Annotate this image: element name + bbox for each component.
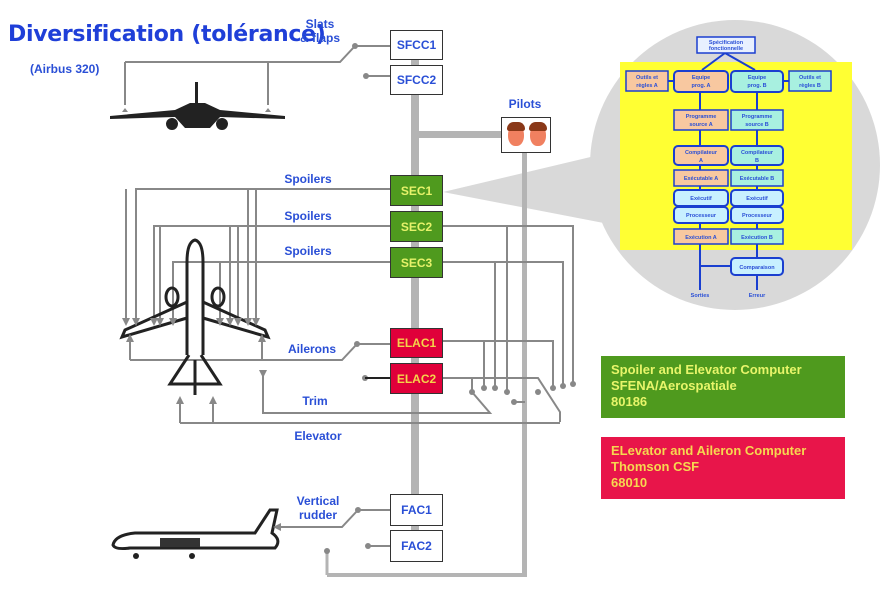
fc-compiler-a-2: A	[699, 158, 703, 164]
fc-run-b: Exécution B	[741, 235, 773, 241]
label-slats-flaps: Slats & flaps	[299, 17, 340, 45]
legend-sec-line3: 80186	[611, 394, 648, 409]
fc-team-a-2: prog. A	[691, 83, 710, 89]
pilot-line	[522, 153, 527, 575]
page-subtitle: (Airbus 320)	[30, 62, 100, 76]
elac1-box: ELAC1	[390, 328, 443, 358]
fc-team-b-1: Equipe	[748, 75, 766, 81]
aircraft-front-view-icon	[110, 82, 285, 130]
fc-compiler-a-1: Compilateur	[685, 150, 718, 156]
fc-compare: Comparaison	[739, 265, 775, 271]
pilot-face-icon	[507, 122, 525, 146]
fc-exec-a: Exécutif	[690, 196, 712, 202]
fc-exe-a: Exécutable A	[684, 176, 718, 182]
fc-team-a-1: Equipe	[692, 75, 710, 81]
fc-source-b-2: source B	[745, 122, 769, 128]
sec3-box: SEC3	[390, 247, 443, 278]
fc-spec-2: fonctionnelle	[709, 46, 743, 52]
fc-team-b-2: prog. B	[747, 83, 766, 89]
aircraft-side-view-icon	[111, 508, 281, 559]
label-trim: Trim	[302, 394, 328, 408]
fac2-box: FAC2	[390, 530, 443, 562]
fc-outputs: Sorties	[691, 293, 710, 299]
fc-tools-a-1: Outils et	[636, 75, 658, 81]
fc-exe-b: Exécutable B	[740, 176, 775, 182]
legend-elac-line3: 68010	[611, 475, 648, 490]
fc-source-a-1: Programme	[686, 114, 717, 120]
fac1-box: FAC1	[390, 494, 443, 526]
fc-tools-b-2: règles B	[799, 83, 821, 89]
sfcc2-box: SFCC2	[390, 65, 443, 95]
label-elevator: Elevator	[294, 429, 342, 443]
main-bus	[411, 56, 419, 534]
label-spoilers-2: Spoilers	[284, 209, 332, 223]
fc-proc-b: Processeur	[742, 213, 773, 219]
aircraft-top-view-icon	[119, 238, 271, 395]
sec1-box: SEC1	[390, 175, 443, 206]
fc-tools-b-1: Outils et	[799, 75, 821, 81]
fc-proc-a: Processeur	[686, 213, 717, 219]
fc-source-b-1: Programme	[742, 114, 773, 120]
label-spoilers-1: Spoilers	[284, 172, 332, 186]
label-pilots: Pilots	[508, 97, 542, 111]
legend-elac-line2: Thomson CSF	[611, 459, 700, 474]
legend-sec: Spoiler and Elevator Computer SFENA/Aero…	[601, 356, 845, 418]
legend-elac-line1: ELevator and Aileron Computer	[611, 443, 807, 458]
fc-tools-a-2: règles A	[636, 83, 658, 89]
legend-elac: ELevator and Aileron Computer Thomson CS…	[601, 437, 845, 499]
fc-source-a-2: source A	[689, 122, 712, 128]
label-spoilers-3: Spoilers	[284, 244, 332, 258]
control-surface-arrows	[122, 318, 267, 404]
fc-error: Erreur	[749, 293, 766, 299]
fc-compiler-b-2: B	[755, 158, 759, 164]
page-title: Diversification (tolérance)	[8, 22, 326, 47]
fc-compiler-b-1: Compilateur	[741, 150, 774, 156]
legend-sec-line1: Spoiler and Elevator Computer	[611, 362, 802, 377]
elac2-box: ELAC2	[390, 363, 443, 394]
legend-sec-line2: SFENA/Aerospatiale	[611, 378, 737, 393]
fc-run-a: Exécution A	[685, 235, 717, 241]
pilots-bus-branch	[419, 131, 501, 138]
fc-spec-1: Spécification	[709, 40, 744, 46]
label-ailerons: Ailerons	[287, 342, 336, 356]
sec2-box: SEC2	[390, 211, 443, 242]
sfcc1-box: SFCC1	[390, 30, 443, 60]
fc-exec-b: Exécutif	[746, 196, 768, 202]
pilots-box	[501, 117, 551, 153]
copilot-face-icon	[529, 122, 547, 146]
software-diversity-flowchart: Spécification fonctionnelle Outils et rè…	[620, 36, 852, 299]
label-vertical-rudder: Vertical rudder	[296, 494, 340, 522]
